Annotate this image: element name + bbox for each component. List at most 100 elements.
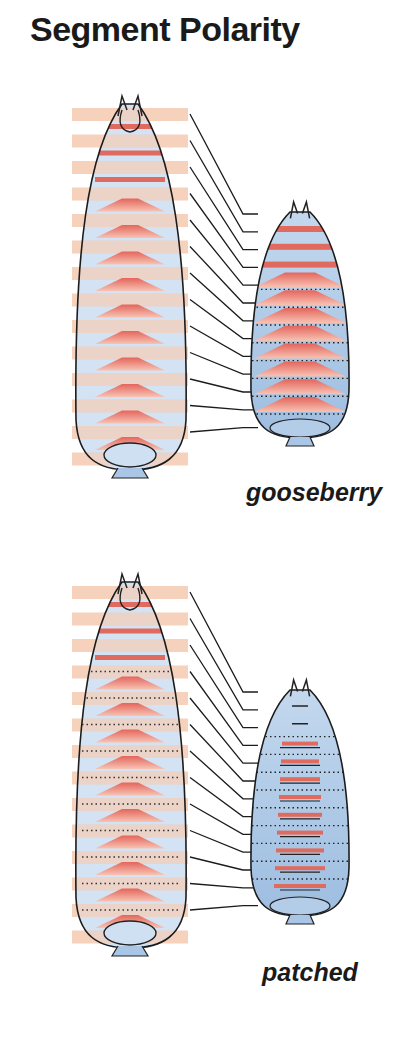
segment-border [252,307,348,308]
denticle-band [254,272,346,287]
head-outline [118,574,127,594]
figure-title: Segment Polarity [30,10,300,49]
denticle-band [254,290,346,305]
leader-line [190,698,258,763]
head-outline [120,110,140,132]
denticle-band [95,602,165,607]
head-outline [302,202,309,218]
denticle-band [95,655,165,660]
denticle-band [276,848,324,852]
head-outline [290,680,297,696]
leader-line [190,194,258,268]
denticle-band [95,783,165,796]
leader-line [190,379,258,392]
segment-border [82,724,180,725]
segment-border [252,772,348,773]
head-outline [120,588,140,610]
mutant-name: patched [262,958,358,987]
denticle-band [281,759,319,763]
denticle-band [95,305,165,318]
expression-band [72,639,188,652]
expression-band [72,613,188,626]
denticle-band [278,813,322,817]
segment-border [280,872,320,873]
denticle-band [254,397,346,412]
denticle-band [95,411,165,424]
larva-interior [251,212,349,438]
segment-border [82,803,180,804]
head-outline [302,680,309,696]
denticle-band [95,809,165,822]
denticle-band [95,124,165,129]
expression-band [72,135,188,148]
denticle-band [95,862,165,875]
segment-border [280,836,320,837]
denticle-band [95,836,165,849]
leader-line [190,725,258,782]
denticle-band [254,361,346,376]
denticle-band [95,756,165,769]
expression-band [72,613,188,626]
denticle-band [95,252,165,265]
embryo-outline [76,582,186,948]
tail-outline [104,921,156,945]
denticle-band [254,326,346,341]
segment-border [280,889,320,890]
denticle-band [262,262,338,268]
segment-border [252,289,348,290]
expression-band [72,586,188,599]
leader-line [190,326,258,356]
tail-outline [104,443,156,467]
expression-band [72,161,188,174]
segment-border [292,723,308,724]
denticle-band [254,308,346,323]
segment-border [280,783,320,784]
segment-border [82,883,180,884]
denticle-band [282,742,318,746]
tail-outline [286,915,314,924]
tail-outline [112,946,148,956]
segment-border [82,671,180,672]
mutant-panel [72,574,349,956]
denticle-band [280,777,320,781]
denticle-band [95,151,165,156]
embryo-outline [76,104,186,470]
segment-border [252,825,348,826]
segment-border [82,750,180,751]
segment-border [280,747,320,748]
denticle-band [262,244,338,250]
head-outline [290,202,297,218]
drawing-stroke [76,582,186,948]
leader-line [190,672,258,746]
leader-line [190,778,258,817]
drawing-stroke [251,212,349,438]
tail-outline [270,419,330,437]
leader-line [190,300,258,339]
denticle-band [274,884,326,888]
denticle-band [95,177,165,182]
leader-line [190,906,258,910]
segment-border [252,396,348,397]
leader-line [190,406,258,410]
denticle-band [95,199,165,212]
denticle-band [95,730,165,743]
denticle-band [262,226,338,232]
head-outline [133,96,142,116]
leader-line [190,353,258,375]
segment-border [252,861,348,862]
segment-border [280,765,320,766]
tail-outline [112,468,148,478]
denticle-band [279,795,321,799]
leader-line [190,247,258,304]
denticle-band [95,358,165,371]
leader-line [190,619,258,710]
denticle-band [95,677,165,690]
tail-outline [270,897,330,915]
head-outline [118,96,127,116]
leader-line [190,804,258,834]
segment-border [82,830,180,831]
denticle-band [277,831,323,835]
expression-band [72,161,188,174]
larva-interior [251,690,349,916]
